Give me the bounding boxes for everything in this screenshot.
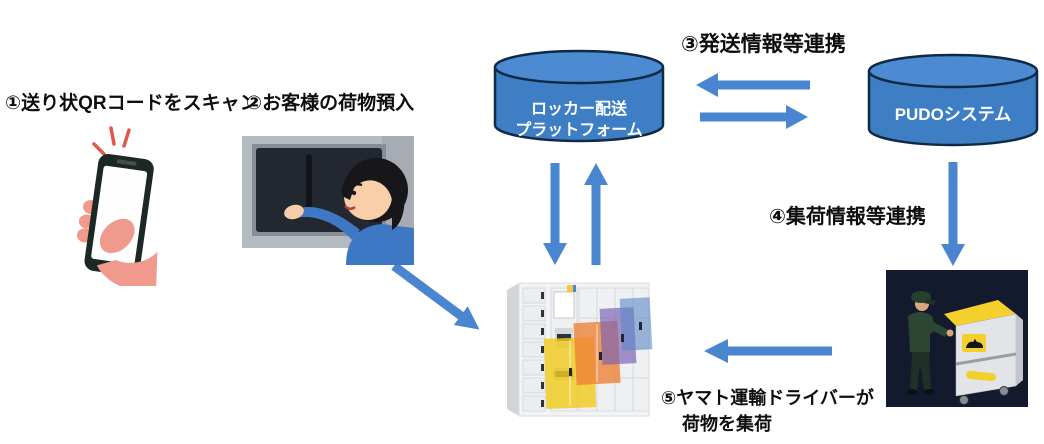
step1-text: ①送り状QRコードをスキャン — [5, 93, 259, 114]
black-cat-logo-icon — [966, 339, 983, 348]
cylinder-body — [869, 71, 1037, 145]
cart-top — [944, 300, 1016, 326]
step2-text: ②お客様の荷物預入 — [246, 93, 415, 114]
customer-deposit-illustration — [242, 136, 414, 265]
cylinder-top-outline — [867, 53, 1039, 89]
smartphone-speaker — [116, 159, 137, 166]
step4-text: ④集荷情報等連携 — [769, 206, 926, 228]
arrow-down-icon — [941, 162, 965, 266]
yamato-driver-illustration — [886, 270, 1028, 407]
cylinder-body — [495, 67, 663, 141]
customer-mouth — [344, 205, 356, 210]
customer-eyebrow — [349, 182, 363, 188]
arrow-pudo-to-driver — [941, 162, 965, 266]
driver-jacket — [908, 312, 936, 352]
step3-label: ③発送情報等連携 — [681, 28, 846, 58]
palm — [96, 251, 158, 286]
cart-side — [1016, 314, 1023, 386]
step3-text: ③発送情報等連携 — [681, 33, 846, 56]
thumb — [99, 218, 135, 254]
arrow-driver-to-locker — [704, 339, 832, 363]
locker-logo — [567, 285, 576, 292]
locker-logo-accent — [573, 285, 576, 292]
driver-cap-brim — [924, 299, 936, 305]
locker-platform-label: ロッカー配送 プラットフォーム — [492, 99, 666, 141]
small-doors-column — [522, 287, 546, 412]
phone-scan-illustration — [76, 126, 158, 286]
cylinder-outline — [867, 71, 1039, 147]
arrow-diagonal-icon — [391, 262, 480, 330]
cart-divider — [955, 352, 1017, 366]
step1-label: ①送り状QRコードをスキャン — [5, 88, 259, 115]
locker-side-panel — [507, 283, 519, 416]
arrow-pudo-to-platform — [696, 73, 810, 97]
step2-label: ②お客様の荷物預入 — [246, 88, 414, 115]
highlighted-doors — [543, 297, 653, 409]
locker-platform-line2: プラットフォーム — [515, 122, 643, 139]
locker-platform-line1: ロッカー配送 — [530, 101, 627, 118]
pudo-system-label: PUDOシステム — [866, 104, 1040, 125]
driver-legs — [910, 352, 931, 390]
arrow-left-icon — [696, 73, 810, 97]
pudo-system-text: PUDOシステム — [894, 105, 1012, 124]
cart-wheel — [999, 386, 1009, 396]
arrow-up-icon — [584, 163, 608, 265]
driver-figure — [907, 291, 948, 395]
locker-screen — [553, 291, 575, 319]
arrow-left-icon — [704, 339, 832, 363]
pudo-system-db-shape — [867, 53, 1039, 147]
driver-shoe — [924, 389, 934, 395]
arrow-locker-to-platform — [584, 163, 608, 265]
door-edge — [306, 154, 312, 218]
cylinder-outline — [493, 67, 665, 143]
pudo-locker-illustration — [507, 282, 653, 417]
roll-cart — [944, 300, 1023, 405]
customer-hair-front — [341, 164, 405, 230]
step5-label: ⑤ヤマト運輸ドライバーが 荷物を集荷 — [661, 385, 874, 437]
arrow-customer-to-locker — [391, 262, 480, 330]
customer-eye — [351, 190, 357, 196]
cylinder-top — [869, 55, 1037, 87]
customer-hand — [284, 204, 304, 220]
cylinder-top — [495, 51, 663, 83]
scanner-slot — [557, 334, 571, 341]
driver-shoe — [907, 389, 917, 395]
step4-label: ④集荷情報等連携 — [769, 200, 926, 229]
cart-wheel — [959, 395, 969, 405]
step5-line2: 荷物を集荷 — [682, 414, 772, 434]
arrow-right-icon — [700, 105, 808, 129]
customer-arm — [296, 206, 360, 240]
cart-yellow-stripe — [966, 370, 996, 382]
arrow-platform-to-pudo — [700, 105, 808, 129]
cylinder-top-outline — [493, 49, 665, 85]
notification-sparkle-icon — [92, 126, 131, 156]
arrow-down-icon — [543, 163, 567, 265]
arrow-platform-to-locker — [543, 163, 567, 265]
step5-line1: ⑤ヤマト運輸ドライバーが — [661, 388, 874, 408]
locker-platform-db-shape — [493, 49, 665, 143]
driver-hand — [946, 329, 954, 337]
driver-arm — [928, 320, 948, 337]
customer-torso — [346, 224, 414, 265]
